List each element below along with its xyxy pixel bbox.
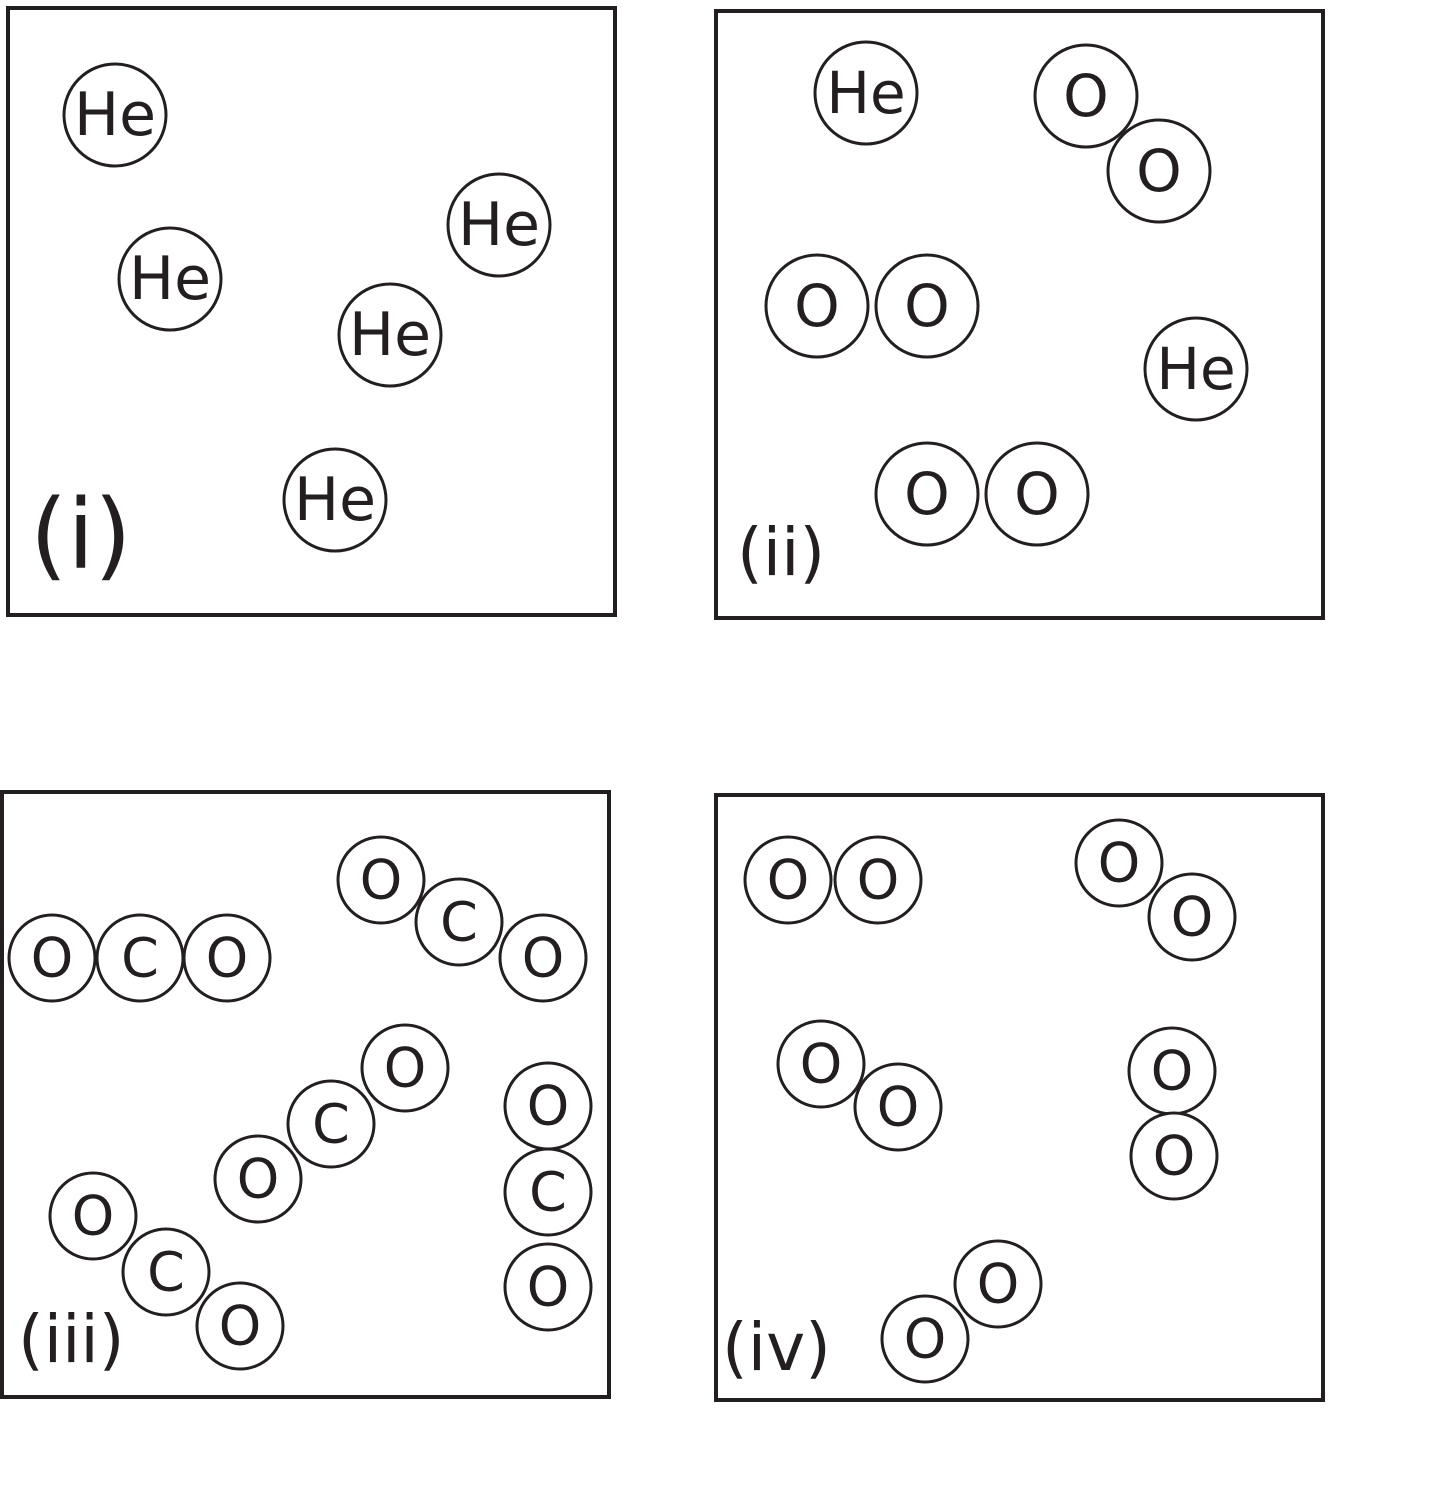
panel-ii: He O O O O He O O (ii) [714, 9, 1325, 620]
atom-carbon: C [121, 1227, 211, 1317]
atom-oxygen: O [880, 1294, 970, 1384]
atom-helium: He [282, 447, 388, 553]
panel-iv: O O O O O O O O O O (iv) [714, 793, 1325, 1402]
atom-carbon: C [414, 877, 504, 967]
panel-frame [0, 790, 611, 1399]
panel-label: (i) [30, 479, 132, 591]
atom-symbol: C [529, 1161, 567, 1224]
atom-symbol: O [522, 927, 565, 990]
atom-oxygen: O [182, 913, 272, 1003]
atom-helium: He [813, 40, 919, 146]
panel-label: (iv) [722, 1309, 831, 1386]
atom-oxygen: O [1033, 43, 1139, 149]
atom-symbol: O [237, 1148, 280, 1211]
atom-symbol: O [767, 849, 810, 912]
panel-frame [714, 793, 1325, 1402]
atom-oxygen: O [1106, 118, 1212, 224]
atom-oxygen: O [48, 1171, 138, 1261]
atom-symbol: O [1063, 62, 1109, 130]
atom-oxygen: O [1074, 818, 1164, 908]
atom-symbol: O [527, 1256, 570, 1319]
panel-frame [714, 9, 1325, 620]
atom-oxygen: O [498, 913, 588, 1003]
atom-oxygen: O [874, 441, 980, 547]
atom-symbol: O [72, 1185, 115, 1248]
panel-label: (ii) [737, 514, 825, 591]
atom-carbon: C [503, 1147, 593, 1237]
atom-oxygen: O [1129, 1111, 1219, 1201]
panel-frame [6, 6, 617, 617]
atom-symbol: He [74, 80, 156, 150]
atom-symbol: O [1014, 460, 1060, 528]
atom-symbol: O [1098, 832, 1141, 895]
atom-oxygen: O [764, 253, 870, 359]
atom-symbol: He [294, 465, 376, 535]
atom-oxygen: O [853, 1062, 943, 1152]
atom-oxygen: O [833, 835, 923, 925]
atom-symbol: O [1153, 1125, 1196, 1188]
atom-helium: He [446, 172, 552, 278]
atom-oxygen: O [984, 441, 1090, 547]
atom-symbol: O [857, 849, 900, 912]
atom-oxygen: O [874, 253, 980, 359]
atom-helium: He [117, 226, 223, 332]
atom-symbol: O [1151, 1040, 1194, 1103]
atom-carbon: C [286, 1079, 376, 1169]
atom-symbol: C [440, 891, 478, 954]
atom-symbol: O [800, 1033, 843, 1096]
atom-symbol: C [121, 927, 159, 990]
atom-oxygen: O [503, 1242, 593, 1332]
atom-symbol: O [977, 1253, 1020, 1316]
atom-helium: He [62, 62, 168, 168]
atom-symbol: He [1156, 335, 1235, 403]
atom-symbol: O [206, 927, 249, 990]
atom-symbol: O [904, 272, 950, 340]
atom-helium: He [1143, 316, 1249, 422]
atom-symbol: He [826, 59, 905, 127]
atom-oxygen: O [1127, 1026, 1217, 1116]
atom-symbol: O [527, 1075, 570, 1138]
atom-oxygen: O [1147, 872, 1237, 962]
atom-symbol: He [129, 244, 211, 314]
atom-oxygen: O [360, 1023, 450, 1113]
atom-oxygen: O [213, 1134, 303, 1224]
atom-oxygen: O [503, 1061, 593, 1151]
atom-symbol: C [312, 1093, 350, 1156]
atom-oxygen: O [7, 913, 97, 1003]
atom-oxygen: O [743, 835, 833, 925]
atom-symbol: He [458, 190, 540, 260]
atom-symbol: O [360, 849, 403, 912]
panel-iii: O C O O C O O C O O C O O C O (iii) [0, 790, 611, 1399]
atom-oxygen: O [776, 1019, 866, 1109]
panel-i: He He He He He (i) [6, 6, 617, 617]
atom-symbol: O [1136, 137, 1182, 205]
atom-helium: He [337, 282, 443, 388]
atom-oxygen: O [953, 1239, 1043, 1329]
atom-oxygen: O [336, 835, 426, 925]
atom-symbol: O [794, 272, 840, 340]
atom-symbol: O [384, 1037, 427, 1100]
atom-symbol: C [147, 1241, 185, 1304]
atom-symbol: O [904, 1308, 947, 1371]
atom-symbol: O [877, 1076, 920, 1139]
panel-label: (iii) [18, 1301, 125, 1378]
atom-symbol: He [349, 300, 431, 370]
atom-symbol: O [219, 1295, 262, 1358]
atom-carbon: C [95, 913, 185, 1003]
atom-symbol: O [31, 927, 74, 990]
atom-symbol: O [1171, 886, 1214, 949]
atom-symbol: O [904, 460, 950, 528]
atom-oxygen: O [195, 1281, 285, 1371]
